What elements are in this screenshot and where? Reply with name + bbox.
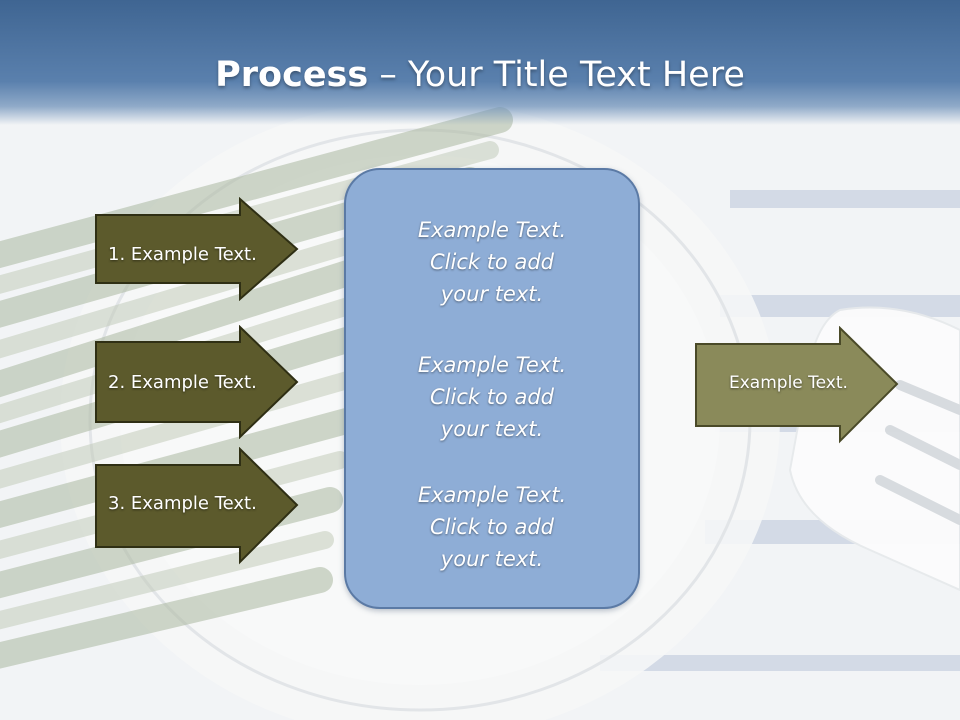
center-block-line: Example Text. <box>417 483 567 507</box>
center-text-box[interactable]: Example Text. Click to add your text. Ex… <box>344 168 640 609</box>
center-block-line: your text. <box>440 417 544 441</box>
title-bold: Process <box>215 55 369 95</box>
title-bar <box>0 0 960 125</box>
center-block-line: Click to add <box>429 515 554 539</box>
left-arrow-1-label: 1. Example Text. <box>108 244 257 265</box>
center-block-2: Example Text. Click to add your text. <box>346 349 638 445</box>
center-block-line: Example Text. <box>417 353 567 377</box>
center-block-1: Example Text. Click to add your text. <box>346 214 638 310</box>
right-arrow-label: Example Text. <box>729 373 848 393</box>
right-arrow[interactable] <box>694 326 900 444</box>
left-arrow-3[interactable] <box>94 447 300 565</box>
left-arrow-2[interactable] <box>94 325 300 439</box>
center-block-line: Example Text. <box>417 218 567 242</box>
left-arrow-3-label: 3. Example Text. <box>108 493 257 514</box>
title-rest: – Your Title Text Here <box>368 55 745 95</box>
center-block-line: your text. <box>440 282 544 306</box>
left-arrow-1[interactable] <box>94 197 300 301</box>
left-arrow-2-label: 2. Example Text. <box>108 372 257 393</box>
center-block-line: Click to add <box>429 385 554 409</box>
center-block-line: your text. <box>440 547 544 571</box>
center-block-3: Example Text. Click to add your text. <box>346 479 638 575</box>
slide-title[interactable]: Process – Your Title Text Here <box>0 52 960 98</box>
center-block-line: Click to add <box>429 250 554 274</box>
